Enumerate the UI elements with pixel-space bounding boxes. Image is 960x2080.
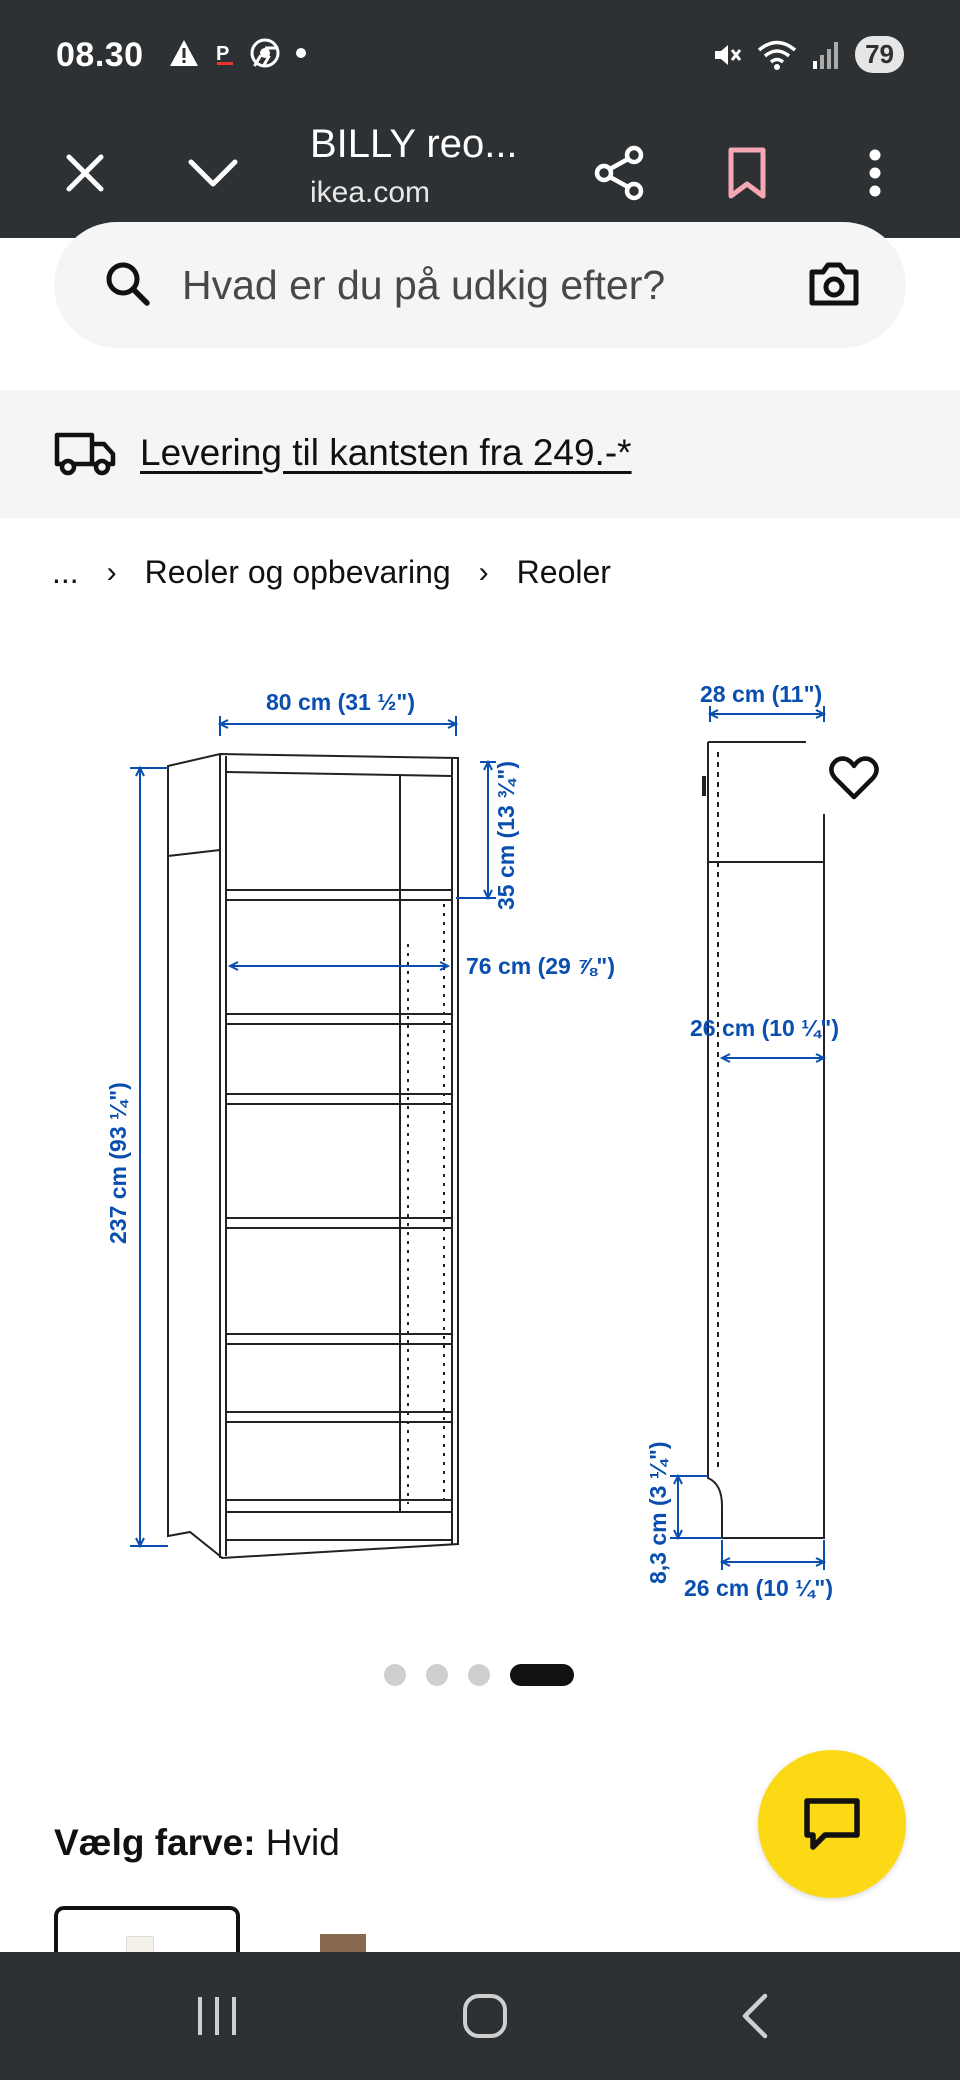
more-options-button[interactable] (840, 138, 910, 208)
truck-icon (54, 432, 116, 476)
status-time: 08.30 (56, 36, 144, 74)
dimension-shelf-height-label: 35 cm (13 ¾") (493, 761, 519, 910)
carousel-indicator (384, 1664, 574, 1686)
home-icon (463, 1994, 507, 2038)
favorite-button[interactable] (812, 736, 896, 820)
search-bar[interactable] (54, 222, 906, 348)
warning-icon (170, 40, 198, 66)
tab-title: BILLY reo... (310, 122, 518, 166)
carousel-dot[interactable] (468, 1664, 490, 1686)
dimension-width-label: 80 cm (31 ½") (266, 689, 415, 715)
recent-apps-button[interactable] (182, 1986, 252, 2046)
dimension-base-depth-label: 26 cm (10 ¼") (684, 1575, 833, 1600)
product-image[interactable]: 80 cm (31 ½") 35 cm (13 ¾") 76 cm (29 ⅞"… (0, 650, 960, 1600)
close-tab-button[interactable] (50, 138, 120, 208)
status-icons-right: 79 (711, 36, 904, 73)
system-nav-bar (0, 1952, 960, 2080)
status-bar: 08.30 P 79 (0, 0, 960, 108)
carousel-dot[interactable] (426, 1664, 448, 1686)
browser-toolbar: BILLY reo... ikea.com (0, 108, 960, 238)
status-icons-left: P (168, 38, 308, 68)
chat-button[interactable] (758, 1750, 906, 1898)
minimize-tab-button[interactable] (178, 138, 248, 208)
share-button[interactable] (584, 138, 654, 208)
wifi-icon (757, 40, 797, 70)
mute-icon (715, 44, 742, 65)
breadcrumb-item-storage[interactable]: Reoler og opbevaring (144, 554, 451, 590)
color-choice-value: Hvid (265, 1822, 340, 1863)
svg-text:P: P (216, 43, 229, 65)
share-icon (594, 145, 644, 201)
back-icon (742, 1993, 768, 2039)
search-input[interactable] (182, 252, 742, 318)
battery-badge: 79 (855, 36, 904, 73)
chevron-right-icon: › (478, 555, 489, 589)
breadcrumb-ellipsis[interactable]: ... (52, 554, 79, 590)
more-vertical-icon (869, 149, 881, 197)
chat-icon (804, 1798, 860, 1850)
parking-icon: P (216, 43, 233, 65)
heart-icon (829, 756, 879, 800)
chevron-right-icon: › (106, 555, 117, 589)
bookcase-front-drawing (167, 752, 459, 1560)
color-choice-label: Vælg farve: Hvid (54, 1822, 340, 1864)
color-choice-title: Vælg farve: (54, 1822, 256, 1863)
dimension-height-label: 237 cm (93 ¼") (105, 1082, 131, 1244)
dimension-inner-width-label: 76 cm (29 ⅞") (466, 953, 615, 979)
delivery-banner: Levering til kantsten fra 249.-* (0, 390, 960, 518)
dimension-lines (130, 706, 827, 1570)
carousel-dot-active[interactable] (510, 1664, 574, 1686)
signal-icon (813, 41, 839, 69)
back-button[interactable] (720, 1986, 790, 2046)
dimension-plinth-label: 8,3 cm (3 ¼") (645, 1441, 671, 1584)
dot-icon (296, 48, 306, 58)
camera-icon[interactable] (808, 260, 860, 308)
carousel-dot[interactable] (384, 1664, 406, 1686)
tab-url: ikea.com (310, 176, 431, 209)
bookcase-side-drawing (702, 741, 825, 1539)
dimension-inner-depth-label: 26 cm (10 ¼") (690, 1015, 839, 1041)
chevron-down-icon (188, 159, 238, 187)
search-icon (106, 262, 150, 306)
breadcrumb: ... › Reoler og opbevaring › Reoler (52, 554, 611, 591)
bookmark-icon (728, 147, 766, 199)
recent-apps-icon (198, 1997, 236, 2035)
chrome-icon (250, 38, 280, 68)
breadcrumb-item-bookcases[interactable]: Reoler (516, 554, 611, 590)
home-button[interactable] (450, 1986, 520, 2046)
delivery-link[interactable]: Levering til kantsten fra 249.-* (140, 432, 632, 473)
dimension-depth-label: 28 cm (11") (700, 681, 822, 707)
bookmark-button[interactable] (712, 138, 782, 208)
close-icon (66, 154, 104, 192)
